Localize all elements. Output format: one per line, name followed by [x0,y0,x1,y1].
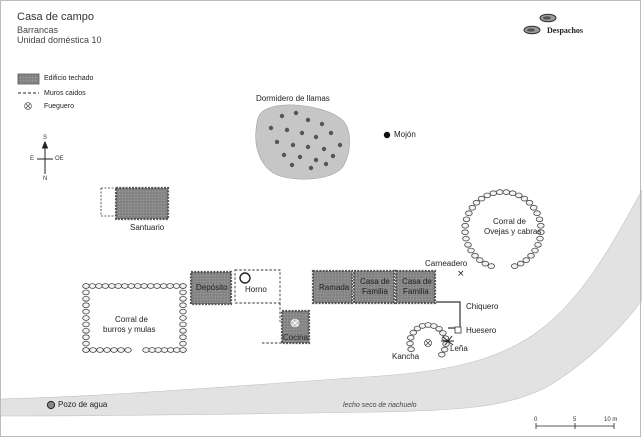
chiquero-pen [436,301,461,329]
compass-east: OE [55,156,64,162]
corral-burros-wall-right [179,283,187,353]
casa-familia-2 [394,269,437,305]
cocina-fueguero [290,318,300,328]
label-mojon: Mojón [394,130,416,139]
legend-label-muros: Muros caidos [44,90,86,97]
subtitle-place: Barrancas [17,25,59,35]
corral-burros-wall-bottom-right [142,347,187,353]
compass-north: S [43,135,48,141]
horno-enclosure [234,269,281,304]
label-huesero: Huesero [466,326,497,335]
compass-south: N [43,176,48,182]
label-cocina: Cocina [283,333,308,342]
stones-icon [523,13,557,35]
label-chiquero: Chiquero [466,302,499,311]
label-corral-burros-1: Corral de [115,315,148,324]
label-corral-burros-2: burros y mulas [103,325,156,334]
compass-icon [37,140,53,174]
compass-west: E [30,156,35,162]
scale-label-5: 5 [573,417,577,423]
label-kancha: Kancha [392,352,420,361]
llama-dots [268,110,343,171]
corral-burros-wall-bottom-left [82,347,132,353]
herd-area [255,104,350,180]
filled-rect-icon [17,73,40,85]
label-casa2-line1: Casa de [402,277,432,286]
label-casa1-line2: Familia [362,287,388,296]
horno-oven [239,272,251,284]
label-pozo: Pozo de agua [58,400,108,409]
kancha-wall [406,322,450,358]
label-deposito: Depósito [196,283,228,292]
casa-familia-1 [352,269,396,305]
label-casa1-line1: Casa de [360,277,390,286]
lena-marker [441,335,454,346]
huesero-box [454,326,462,334]
subtitle-unit: Unidad doméstica 10 [17,35,102,45]
label-santuario: Santuario [130,223,165,232]
label-riachuelo: lecho seco de riachuelo [343,402,417,409]
x-circle-icon [24,102,32,110]
riverbed-band [0,189,642,417]
ramada-building [311,269,354,305]
pozo-marker [46,400,56,410]
brand-name: Despachos [547,26,584,35]
label-casa2-line2: Familia [403,287,429,296]
deposito-building [189,270,233,306]
santuario-building [114,186,170,221]
scale-label-0: 0 [534,417,538,423]
legend-label-edificio: Edificio techado [44,75,94,82]
label-lena: Leña [450,344,468,353]
label-corral-ovejas-2: Ovejas y cabras [484,227,542,236]
label-ramada: Ramada [319,283,350,292]
label-dormidero: Dormidero de llamas [256,94,330,103]
legend-label-fueguero: Fueguero [44,103,74,110]
label-horno: Horno [245,285,267,294]
scale-bar [535,423,615,429]
page-title: Casa de campo [17,11,95,23]
label-carneadero: Carneadero [425,259,468,268]
mojon-marker [383,131,391,139]
label-corral-ovejas-1: Corral de [493,217,526,226]
kancha-fueguero [424,339,432,347]
corral-ovejas-wall [461,189,545,269]
scale-label-10: 10 m [604,417,618,423]
corral-burros-wall-top [82,283,187,289]
carneadero-marker: × [457,269,465,279]
corral-burros-wall-left [82,283,90,353]
